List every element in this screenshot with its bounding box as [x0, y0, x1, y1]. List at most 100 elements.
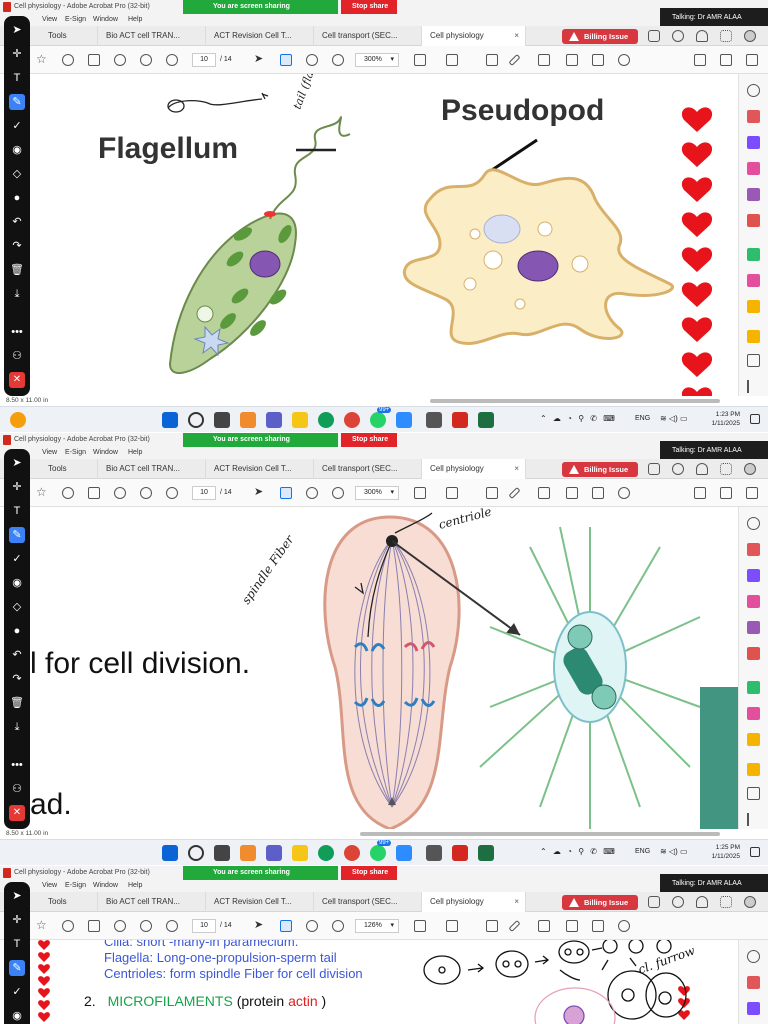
keyboard-icon[interactable]	[446, 920, 458, 932]
close-tab-icon[interactable]: ×	[514, 31, 519, 40]
comment-icon[interactable]	[486, 54, 498, 66]
fit-page-icon[interactable]	[414, 487, 426, 499]
page-down-icon[interactable]	[166, 54, 178, 66]
eraser-tool-icon[interactable]: ◇	[12, 601, 22, 613]
avatar[interactable]	[744, 463, 756, 475]
check-tool-icon[interactable]: ✓	[12, 120, 22, 132]
network-volume-icons[interactable]: ≋ ◁) ▭	[660, 847, 688, 856]
fit-page-icon[interactable]	[414, 920, 426, 932]
more-tools-icon[interactable]	[747, 354, 760, 367]
calculator-icon[interactable]	[426, 412, 442, 428]
bookmark-star-icon[interactable]: ☆	[36, 52, 47, 66]
download-icon[interactable]: ⤓	[14, 721, 20, 733]
share-icon[interactable]	[648, 30, 660, 42]
zoom-out-icon[interactable]	[306, 54, 318, 66]
zoom-select[interactable]: 126%	[355, 919, 399, 933]
teams-icon[interactable]	[266, 845, 282, 861]
keyboard-icon[interactable]	[446, 54, 458, 66]
combine-files-icon[interactable]	[747, 188, 760, 201]
menu-view[interactable]: View	[42, 882, 58, 889]
upload-icon[interactable]	[62, 920, 74, 932]
stamp-icon[interactable]	[566, 920, 578, 932]
protect-icon[interactable]	[747, 274, 760, 287]
share-icon[interactable]	[648, 463, 660, 475]
check-tool-icon[interactable]: ✓	[12, 553, 22, 565]
fit-page-icon[interactable]	[414, 54, 426, 66]
horizontal-scrollbar[interactable]	[430, 399, 720, 403]
copilot-icon[interactable]	[240, 412, 256, 428]
notifications-icon[interactable]	[750, 414, 760, 424]
expand-rail-icon[interactable]	[747, 380, 760, 393]
cursor-tool-icon[interactable]: ➤	[12, 457, 22, 469]
menu-view[interactable]: View	[42, 16, 58, 23]
more-tools-icon[interactable]	[747, 787, 760, 800]
weather-icon[interactable]	[10, 412, 26, 428]
scan-ocr-icon[interactable]	[747, 681, 760, 694]
rotate-icon[interactable]	[618, 487, 630, 499]
pen-icon[interactable]	[508, 919, 521, 933]
keyboard-icon[interactable]	[446, 487, 458, 499]
spotlight-tool-icon[interactable]: ◉	[12, 577, 22, 589]
stop-share-button[interactable]: Stop share	[341, 866, 397, 880]
help-icon[interactable]	[672, 463, 684, 475]
page-down-icon[interactable]	[166, 920, 178, 932]
export-pdf-icon[interactable]	[747, 543, 760, 556]
expand-rail-icon[interactable]	[747, 813, 760, 826]
start-menu-icon[interactable]	[162, 845, 178, 861]
excel-icon[interactable]	[478, 412, 494, 428]
tab-cell-transport[interactable]: Cell transport (SEC...	[314, 892, 422, 912]
stop-share-button[interactable]: Stop share	[341, 0, 397, 14]
stamp-icon[interactable]	[566, 54, 578, 66]
tab-cell-physiology[interactable]: Cell physiology×	[422, 26, 526, 46]
notifications-icon[interactable]	[750, 847, 760, 857]
language-indicator[interactable]: ENG	[635, 415, 651, 422]
undo-icon[interactable]: ↶	[12, 216, 22, 228]
stop-share-button[interactable]: Stop share	[341, 433, 397, 447]
edit-pdf-icon[interactable]	[747, 136, 760, 149]
select-cursor-icon[interactable]: ➤	[254, 486, 264, 498]
page-up-icon[interactable]	[140, 920, 152, 932]
delete-icon[interactable]	[592, 920, 604, 932]
menu-window[interactable]: Window	[93, 882, 118, 889]
pen-tool-icon[interactable]: ✎	[9, 527, 25, 543]
delete-icon[interactable]	[592, 54, 604, 66]
close-toolbar-icon[interactable]: ✕	[9, 372, 25, 388]
notification-icon[interactable]	[696, 30, 708, 42]
organize-pages-icon[interactable]	[747, 162, 760, 175]
more-icon[interactable]	[746, 54, 758, 66]
share-icon[interactable]	[648, 896, 660, 908]
whatsapp-icon[interactable]	[370, 412, 386, 428]
pdf-page-area[interactable]: Flagellum tail (flagella) Pseudopod	[0, 74, 738, 396]
menu-view[interactable]: View	[42, 449, 58, 456]
text-tool-icon[interactable]: T	[13, 505, 21, 517]
zoom-search-icon[interactable]	[747, 950, 760, 963]
billing-issue-button[interactable]: Billing Issue	[562, 895, 638, 910]
protect-icon[interactable]	[747, 707, 760, 720]
search-taskbar-icon[interactable]	[188, 412, 204, 428]
menu-help[interactable]: Help	[128, 449, 143, 456]
horizontal-scrollbar[interactable]	[360, 832, 720, 836]
close-tab-icon[interactable]: ×	[514, 464, 519, 473]
rotate-icon[interactable]	[618, 54, 630, 66]
delete-icon[interactable]	[592, 487, 604, 499]
spotlight-tool-icon[interactable]: ◉	[12, 1010, 22, 1022]
page-number-input[interactable]: 10	[192, 486, 216, 500]
tab-cell-transport[interactable]: Cell transport (SEC...	[314, 459, 422, 479]
teams-icon[interactable]	[266, 412, 282, 428]
color-picker-icon[interactable]: ●	[13, 192, 21, 204]
zoom-app-icon[interactable]	[396, 412, 412, 428]
zoom-search-icon[interactable]	[747, 84, 760, 97]
hand-tool-icon[interactable]	[280, 487, 292, 499]
calculator-icon[interactable]	[426, 845, 442, 861]
zoom-in-icon[interactable]	[332, 487, 344, 499]
text-tool-icon[interactable]: T	[13, 72, 21, 84]
search-icon[interactable]	[114, 487, 126, 499]
billing-issue-button[interactable]: Billing Issue	[562, 29, 638, 44]
file-explorer-icon[interactable]	[292, 845, 308, 861]
bookmark-star-icon[interactable]: ☆	[36, 918, 47, 932]
edit-pdf-icon[interactable]	[747, 1002, 760, 1015]
tab-bio-act[interactable]: Bio ACT cell TRAN...	[98, 26, 206, 46]
hand-tool-icon[interactable]	[280, 54, 292, 66]
